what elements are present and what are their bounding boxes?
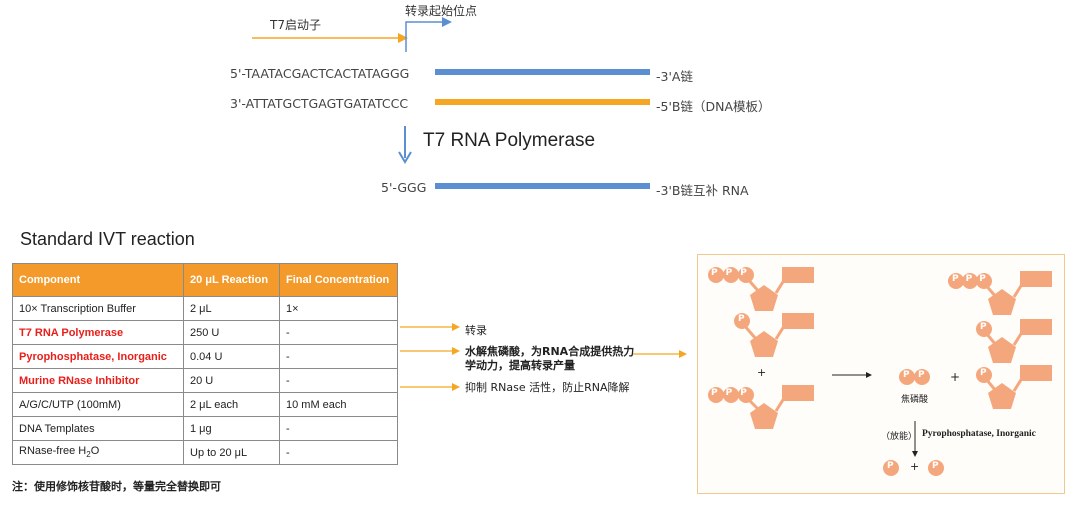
promoter-label: T7启动子 (270, 18, 321, 32)
arrow-ppase (400, 347, 460, 355)
p-letter-final-1: P (887, 461, 894, 471)
cell-component: DNA Templates (12, 416, 184, 441)
strand-b-seq: 3'-ATTATGCTGAGTGATATCCC (230, 96, 409, 111)
p-letter-final-2: P (932, 461, 939, 471)
enzyme-label: T7 RNA Polymerase (423, 130, 596, 151)
table-row: T7 RNA Polymerase 250 U - (12, 320, 398, 345)
p-letters-right-1: PPP (952, 274, 993, 284)
cell-final: 10 mM each (279, 392, 398, 417)
nucleobase (782, 267, 814, 283)
cell-component: 10× Transcription Buffer (12, 296, 184, 321)
release-label: （放能） (881, 432, 918, 442)
cell-component: RNase-free H2O (12, 440, 184, 465)
down-arrow-icon (398, 126, 412, 164)
cell-final: - (279, 416, 398, 441)
rna-end: -3'B链互补 RNA (656, 183, 749, 198)
cell-component: A/G/C/UTP (100mM) (12, 392, 184, 417)
cell-reaction: 20 U (183, 368, 280, 393)
cell-component: Pyrophosphatase, Inorganic (12, 344, 184, 369)
strand-a-end: -3'A链 (656, 69, 693, 84)
strand-b-bar (435, 99, 650, 105)
cell-component: T7 RNA Polymerase (12, 320, 184, 345)
p-letters-left-1: PPP (711, 268, 755, 278)
pyrophosphate-p1 (899, 369, 915, 385)
rna-seq: 5'-GGG (381, 180, 427, 195)
reaction-diagram (708, 267, 1052, 476)
cell-reaction: 250 U (183, 320, 280, 345)
header-component: Component (12, 263, 184, 297)
triphosphate-group (708, 267, 754, 283)
cell-reaction: 0.04 U (183, 344, 280, 369)
sugar-ring (750, 285, 778, 311)
table-row: DNA Templates 1 μg - (12, 416, 398, 441)
table-row: Pyrophosphatase, Inorganic 0.04 U - (12, 344, 398, 369)
table-row: RNase-free H2O Up to 20 μL - (12, 440, 398, 465)
phosphate-product-2 (928, 460, 944, 476)
p-letter-pp-1: P (903, 370, 910, 380)
tss-arrow (405, 17, 452, 52)
rna-bar (435, 183, 650, 189)
strand-b-end: -5'B链（DNA模板） (656, 99, 771, 114)
pyrophosphate-p2 (914, 369, 930, 385)
promoter-arrow (252, 33, 408, 43)
water-subscript: 2 (86, 450, 91, 460)
water-label: RNase-free H (19, 445, 87, 458)
header-reaction: 20 μL Reaction (183, 263, 280, 297)
p-letter-right-3: P (980, 368, 987, 378)
arrow-inhibitor (400, 383, 460, 391)
table-row: Murine RNase Inhibitor 20 U - (12, 368, 398, 393)
header-final: Final Concentration (279, 263, 398, 297)
cell-reaction: Up to 20 μL (183, 440, 280, 465)
table-row: 10× Transcription Buffer 2 μL 1× (12, 296, 398, 321)
ivt-table: Component 20 μL Reaction Final Concentra… (12, 263, 398, 465)
p-letters-left-3: PPP (711, 388, 755, 398)
plus-left: + (757, 366, 767, 379)
water-label-tail: O (90, 445, 100, 458)
cell-final: - (279, 368, 398, 393)
arrow-polymerase (400, 323, 460, 331)
tss-label: 转录起始位点 (405, 4, 478, 18)
reaction-panel: PPP P PPP PPP P P P P P P + + + 焦磷酸 （放能）… (697, 254, 1065, 494)
cell-final: - (279, 344, 398, 369)
phosphate (734, 313, 750, 329)
cell-reaction: 2 μL (183, 296, 280, 321)
table-header-row: Component 20 μL Reaction Final Concentra… (12, 263, 398, 297)
annotation-polymerase: 转录 (465, 324, 487, 337)
annotation-inhibitor: 抑制 RNase 活性，防止RNA降解 (465, 381, 630, 394)
strand-a-bar (435, 69, 650, 75)
p-letter-right-2: P (980, 322, 987, 332)
cell-reaction: 2 μL each (183, 392, 280, 417)
annotation-ppase-2: 学动力，提高转录产量 (465, 359, 575, 372)
ivt-title: Standard IVT reaction (20, 229, 195, 249)
cell-component: Murine RNase Inhibitor (12, 368, 184, 393)
table-note: 注：使用修饰核苷酸时，等量完全替换即可 (12, 480, 221, 493)
cell-final: - (279, 440, 398, 465)
strand-a-seq: 5'-TAATACGACTCACTATAGGG (230, 66, 410, 81)
table-row: A/G/C/UTP (100mM) 2 μL each 10 mM each (12, 392, 398, 417)
cell-final: - (279, 320, 398, 345)
p-letter-pp-2: P (918, 370, 925, 380)
plus-middle: + (950, 370, 961, 384)
enzyme-panel-label: Pyrophosphatase, Inorganic (922, 429, 1036, 439)
arrow-to-panel (633, 350, 687, 358)
plus-bottom: + (910, 460, 920, 473)
cell-reaction: 1 μg (183, 416, 280, 441)
p-letter-left-2: P (738, 314, 745, 324)
annotation-ppase-1: 水解焦磷酸，为RNA合成提供热力 (465, 345, 635, 358)
pyrophosphate-label: 焦磷酸 (901, 395, 929, 405)
phosphate-product-1 (883, 460, 899, 476)
cell-final: 1× (279, 296, 398, 321)
